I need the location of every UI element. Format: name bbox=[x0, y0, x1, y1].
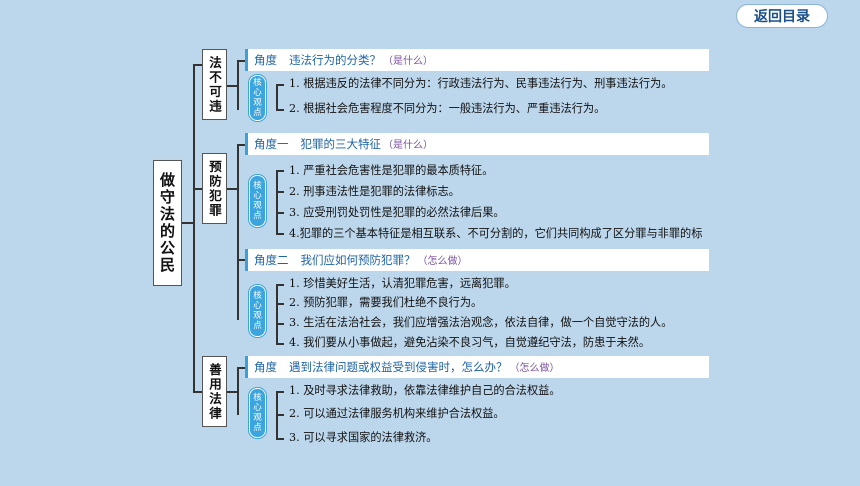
list-item: 3. 应受刑罚处罚性是犯罪的必然法律后果。 bbox=[289, 206, 505, 219]
item-tick bbox=[276, 191, 284, 193]
section-header-crime-features: 角度一犯罪的三大特征（是什么） bbox=[245, 133, 709, 155]
item-tick bbox=[276, 170, 284, 172]
list-item: 3. 生活在法治社会，我们应增强法治观念，依法自律，做一个自觉守法的人。 bbox=[289, 316, 673, 329]
item-tick bbox=[276, 84, 284, 86]
section-question: 我们应如何预防犯罪？ bbox=[300, 253, 416, 267]
item-tick bbox=[276, 414, 284, 416]
branch1-connector bbox=[227, 85, 237, 87]
section-angle: 角度 bbox=[254, 53, 277, 67]
section-hint: （怎么做） bbox=[417, 256, 468, 267]
item-tick bbox=[276, 212, 284, 214]
core-point-badge: 核心观点 bbox=[248, 74, 267, 122]
branch-connector-2 bbox=[193, 188, 203, 190]
core-point-badge: 核心观点 bbox=[248, 174, 267, 228]
item-tick bbox=[276, 303, 284, 305]
item-tick bbox=[276, 323, 284, 325]
branch-box-fa-bu-ke-wei: 法不可违 bbox=[202, 49, 227, 120]
section-header-violation-types: 角度违法行为的分类？（是什么） bbox=[245, 49, 709, 71]
branch-box-yu-fang-fan-zui: 预防犯罪 bbox=[202, 153, 227, 224]
list-item: 2. 根据社会危害程度不同分为：一般违法行为、严重违法行为。 bbox=[289, 102, 606, 115]
item-tick bbox=[276, 343, 284, 345]
branch1-to-header bbox=[237, 60, 245, 62]
branch3-connector bbox=[227, 391, 237, 393]
core-point-badge: 核心观点 bbox=[248, 284, 267, 338]
item-tick bbox=[276, 284, 284, 286]
list-item: 1. 及时寻求法律救助，依靠法律维护自己的合法权益。 bbox=[289, 384, 561, 397]
branch2-to-header1 bbox=[237, 144, 245, 146]
item-tick bbox=[276, 391, 284, 393]
back-to-contents-button[interactable]: 返回目录 bbox=[736, 4, 828, 28]
section-question: 犯罪的三大特征 bbox=[300, 137, 382, 151]
list-item: 3. 可以寻求国家的法律救济。 bbox=[289, 431, 438, 444]
branch2-connector bbox=[227, 188, 237, 190]
branch-connector-3 bbox=[193, 391, 203, 393]
root-connector bbox=[182, 222, 194, 224]
root-topic-box: 做守法的公民 bbox=[153, 160, 182, 286]
branch-connector-1 bbox=[193, 64, 203, 66]
section-hint: （是什么） bbox=[383, 140, 433, 151]
items-bracket bbox=[276, 284, 278, 344]
items-bracket bbox=[276, 84, 278, 110]
list-item: 2. 预防犯罪，需要我们杜绝不良行为。 bbox=[289, 296, 483, 309]
list-item: 1. 根据违反的法律不同分为：行政违法行为、民事违法行为、刑事违法行为。 bbox=[289, 77, 673, 90]
item-tick bbox=[276, 233, 284, 235]
section-hint: （是什么） bbox=[383, 56, 433, 67]
branch2-to-header2 bbox=[237, 259, 245, 261]
list-item: 4. 我们要从小事做起，避免沾染不良习气，自觉遵纪守法，防患于未然。 bbox=[289, 336, 651, 349]
list-item: 4.犯罪的三个基本特征是相互联系、不可分割的，它们共同构成了区分罪与非罪的标 bbox=[289, 227, 703, 240]
section-header-crime-prevention: 角度二我们应如何预防犯罪？（怎么做） bbox=[245, 249, 709, 271]
section-question: 遇到法律问题或权益受到侵害时，怎么办？ bbox=[289, 360, 508, 374]
root-bracket-vertical bbox=[193, 64, 195, 392]
section-hint: （怎么做） bbox=[509, 363, 560, 374]
branch2-bracket bbox=[237, 144, 239, 320]
item-tick bbox=[276, 109, 284, 111]
section-header-legal-remedies: 角度遇到法律问题或权益受到侵害时，怎么办？（怎么做） bbox=[245, 356, 709, 378]
core-point-badge: 核心观点 bbox=[248, 387, 267, 439]
branch1-bracket bbox=[237, 60, 239, 110]
section-angle: 角度二 bbox=[254, 253, 289, 267]
branch-box-shan-yong-fa-lv: 善用法律 bbox=[202, 356, 227, 427]
item-tick bbox=[276, 438, 284, 440]
list-item: 1. 严重社会危害性是犯罪的最本质特征。 bbox=[289, 164, 494, 177]
section-question: 违法行为的分类？ bbox=[289, 53, 381, 67]
section-angle: 角度 bbox=[254, 360, 277, 374]
section-angle: 角度一 bbox=[254, 137, 289, 151]
items-bracket bbox=[276, 170, 278, 234]
list-item: 2. 刑事违法性是犯罪的法律标志。 bbox=[289, 185, 460, 198]
branch3-bracket bbox=[237, 367, 239, 415]
branch3-to-header bbox=[237, 367, 245, 369]
list-item: 2. 可以通过法律服务机构来维护合法权益。 bbox=[289, 407, 505, 420]
list-item: 1. 珍惜美好生活，认清犯罪危害，远离犯罪。 bbox=[289, 277, 516, 290]
